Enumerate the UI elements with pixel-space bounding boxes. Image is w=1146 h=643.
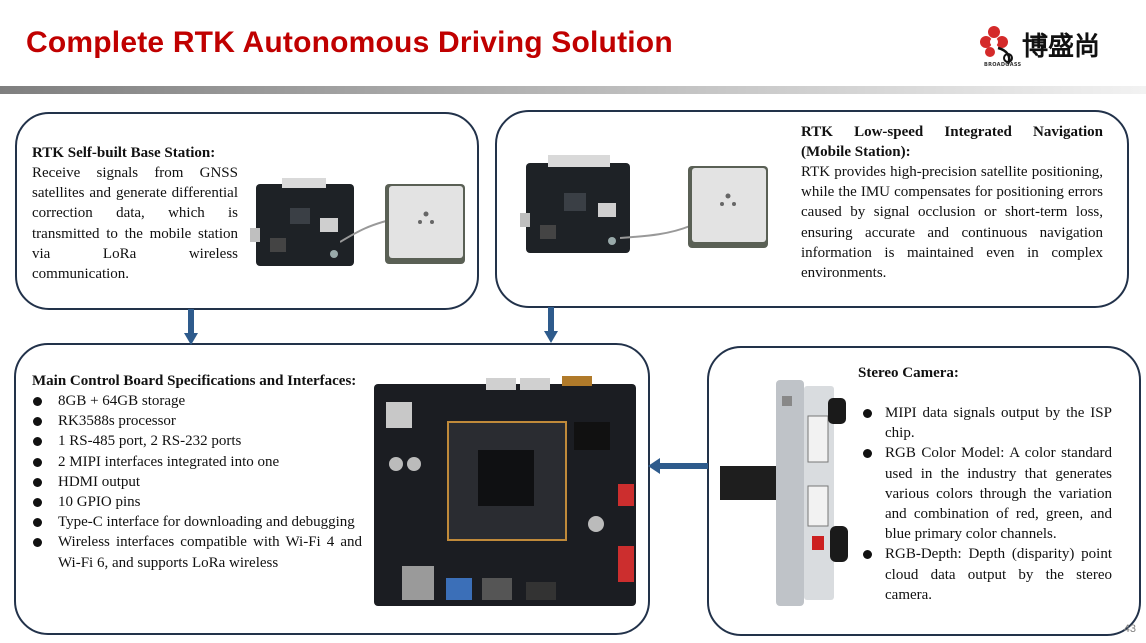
company-logo: 博盛尚 BROADGASS [978,22,1118,72]
main-board-heading: Main Control Board Specifications and In… [32,373,357,389]
base-station-heading: RTK Self-built Base Station: [32,145,216,161]
spec-item: HDMI output [32,472,362,492]
stereo-camera-image [720,380,848,606]
arrow-left-icon [648,458,708,474]
spec-item: Wireless interfaces compatible with Wi-F… [32,532,362,572]
page-number: 43 [1123,623,1136,635]
stereo-camera-feature-list: MIPI data signals output by the ISP chip… [862,403,1112,605]
feature-item: RGB Color Model: A color standard used i… [862,443,1112,544]
feature-item: MIPI data signals output by the ISP chip… [862,403,1112,443]
logo-subtitle: BROADGASS [984,62,1022,68]
spec-item: 10 GPIO pins [32,492,362,512]
main-board-spec-list: 8GB + 64GB storage RK3588s processor 1 R… [32,391,362,573]
stereo-camera-heading: Stereo Camera: [858,365,959,381]
base-station-body: Receive signals from GNSS satellites and… [32,165,238,283]
arrow-down-icon [184,309,198,345]
header-divider [0,86,1146,94]
mobile-station-board-image [520,155,630,253]
spec-item: RK3588s processor [32,411,362,431]
spec-item: Type-C interface for downloading and deb… [32,512,362,532]
base-station-text: RTK Self-built Base Station: Receive sig… [32,143,238,284]
base-station-board-image [250,178,354,266]
main-control-board-image [366,372,646,612]
mobile-station-body: RTK provides high-precision satellite po… [801,164,1103,282]
main-board-text: Main Control Board Specifications and In… [32,371,362,573]
spec-item: 2 MIPI interfaces integrated into one [32,452,362,472]
arrow-down-icon [544,307,558,343]
stereo-camera-text: MIPI data signals output by the ISP chip… [862,403,1112,605]
flower-logo-icon [980,26,1013,65]
feature-item: RGB-Depth: Depth (disparity) point cloud… [862,544,1112,605]
page-title: Complete RTK Autonomous Driving Solution [26,26,673,59]
gnss-antenna-image [340,184,465,264]
spec-item: 1 RS-485 port, 2 RS-232 ports [32,431,362,451]
spec-item: 8GB + 64GB storage [32,391,362,411]
mobile-station-text: RTK Low-speed Integrated Navigation (Mob… [801,122,1103,283]
mobile-gnss-antenna-image [620,166,768,248]
logo-name: 博盛尚 [1022,32,1101,62]
mobile-station-heading: RTK Low-speed Integrated Navigation (Mob… [801,124,1103,160]
